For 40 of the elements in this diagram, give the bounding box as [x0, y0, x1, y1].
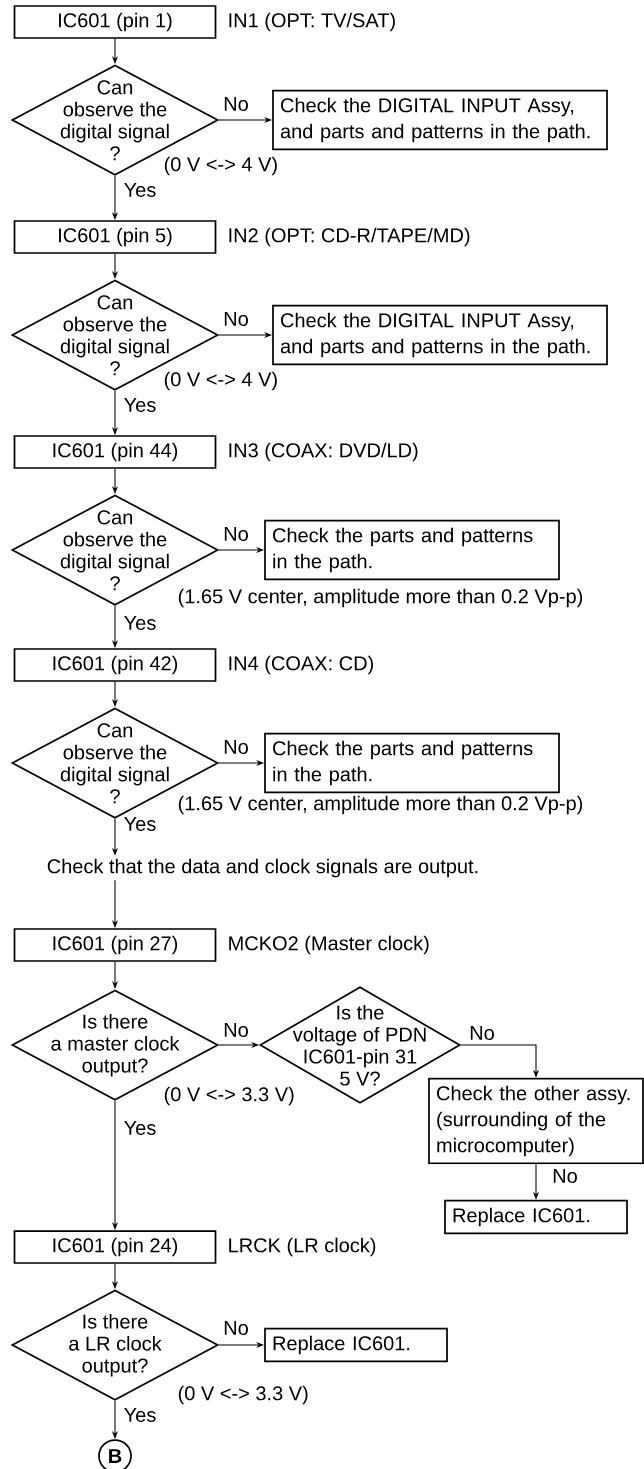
edge-label: No [224, 97, 248, 111]
edge-label: No [553, 1169, 577, 1183]
edge-label: Yes [124, 817, 156, 831]
process-box: IC601 (pin 42) [13, 648, 217, 682]
signal-label: IN1 (OPT: TV/SAT) [229, 12, 395, 32]
edge-label: Yes [124, 398, 156, 412]
process-box: IC601 (pin 44) [13, 435, 217, 469]
action-box: Check the DIGITAL INPUT Assy, and parts and patterns in the path. [272, 89, 608, 151]
process-box: IC601 (pin 27) [13, 928, 217, 962]
signal-label: IN4 (COAX: CD) [229, 655, 373, 675]
edge-label: No [224, 312, 248, 326]
action-box: Replace IC601. [444, 1199, 628, 1235]
edge-label: No [224, 740, 248, 754]
voltage-note: (1.65 V center, amplitude more than 0.2 Vp-p) [178, 588, 583, 608]
voltage-note: (1.65 V center, amplitude more than 0.2 Vp-p) [178, 795, 583, 815]
process-box: IC601 (pin 1) [13, 5, 217, 39]
signal-label: MCKO2 (Master clock) [229, 935, 429, 955]
edge-label: No [470, 1026, 494, 1040]
voltage-note: (0 V <-> 3.3 V) [164, 1086, 294, 1106]
process-box: IC601 (pin 24) [13, 1230, 217, 1264]
signal-label: IN2 (OPT: CD-R/TAPE/MD) [229, 227, 470, 247]
voltage-note: (0 V <-> 4 V) [164, 156, 277, 176]
process-box: IC601 (pin 5) [13, 220, 217, 254]
action-box: Replace IC601. [264, 1327, 448, 1363]
edge-label: Yes [124, 616, 156, 630]
edge-label: No [224, 1023, 248, 1037]
edge-label: No [224, 527, 248, 541]
signal-label: IN3 (COAX: DVD/LD) [229, 442, 418, 462]
action-box: Check the other assy. (surrounding of the microcomputer) [428, 1077, 644, 1165]
edge-label: No [224, 1321, 248, 1335]
action-box: Check the parts and patterns in the path. [264, 732, 560, 794]
voltage-note: (0 V <-> 4 V) [164, 371, 277, 391]
action-box: Check the DIGITAL INPUT Assy, and parts and patterns in the path. [272, 304, 608, 366]
instruction-text: Check that the data and clock signals are output. [47, 858, 478, 878]
signal-label: LRCK (LR clock) [229, 1237, 376, 1257]
action-box: Check the parts and patterns in the path. [264, 519, 560, 581]
edge-label: Yes [124, 1121, 156, 1135]
edge-label: Yes [124, 183, 156, 197]
edge-label: Yes [124, 1408, 156, 1422]
voltage-note: (0 V <-> 3.3 V) [178, 1385, 308, 1405]
